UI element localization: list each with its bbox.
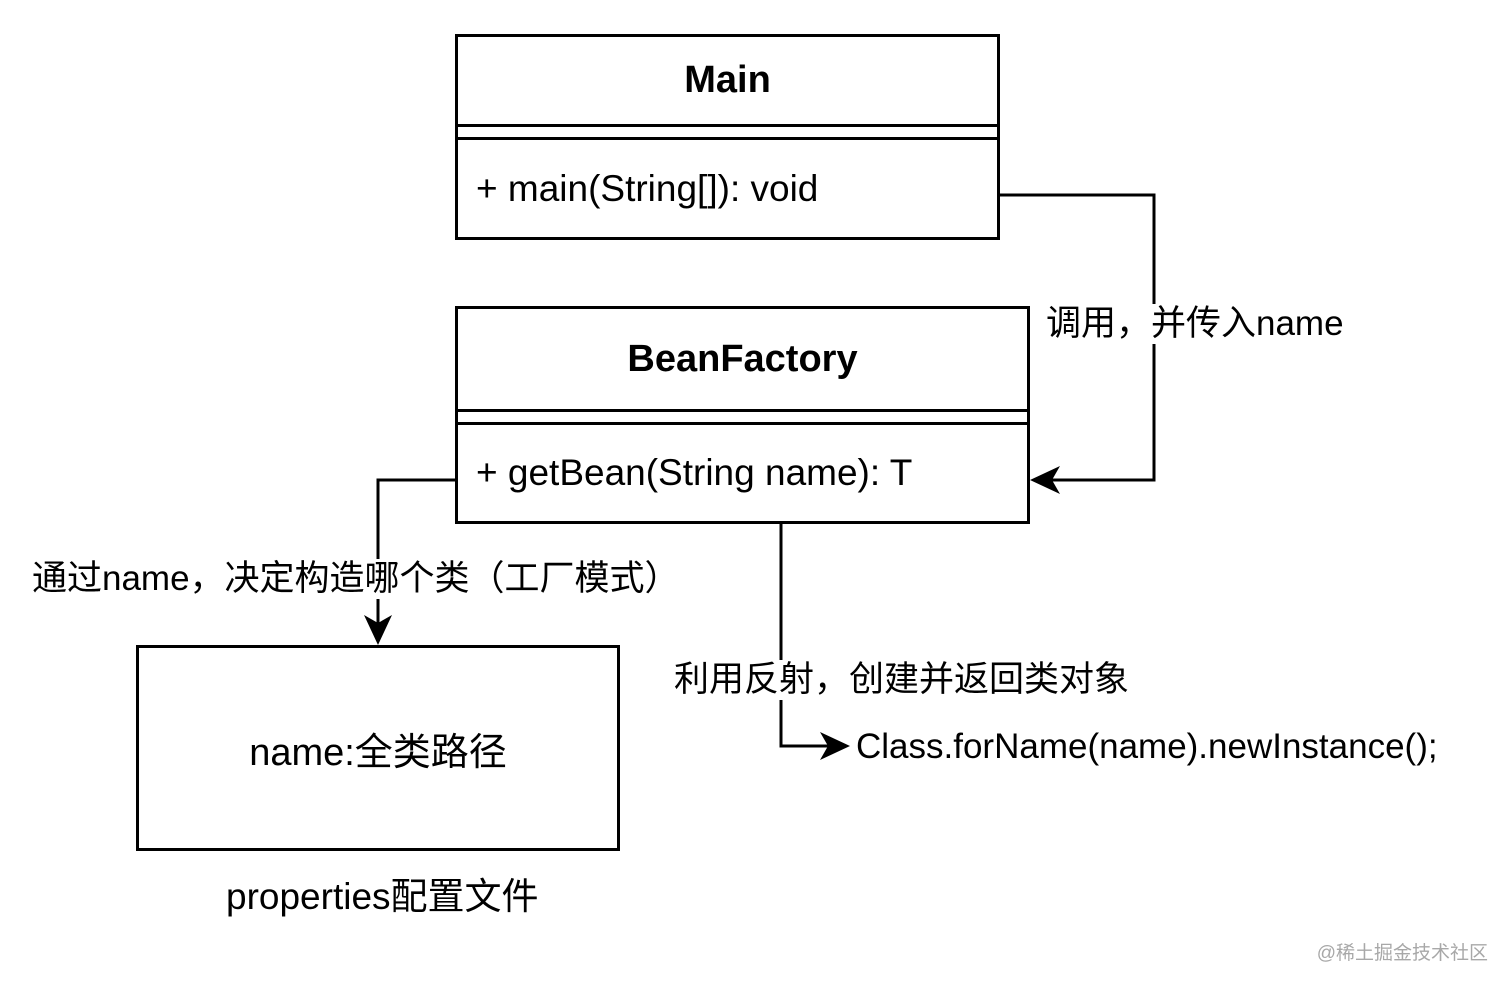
- config-file-box: name:全类路径: [136, 645, 620, 851]
- class-main: Main + main(String[]): void: [455, 34, 1000, 240]
- config-file-content: name:全类路径: [249, 731, 507, 774]
- edge-factory-to-reflect: [779, 524, 838, 748]
- edge-factory-to-config-arrowhead: [364, 615, 392, 645]
- config-file-caption: properties配置文件: [226, 876, 539, 917]
- watermark: @稀土掘金技术社区: [1316, 943, 1488, 964]
- edge-main-to-factory-label: 调用，并传入name: [1046, 304, 1344, 345]
- edge-factory-to-config-label: 通过name，决定构造哪个类（工厂模式）: [32, 559, 680, 600]
- class-bean-factory-name: BeanFactory: [458, 309, 1027, 412]
- class-bean-factory: BeanFactory + getBean(String name): T: [455, 306, 1030, 524]
- edge-factory-to-config: [376, 478, 456, 632]
- class-main-divider: [458, 137, 997, 140]
- reflection-call-text: Class.forName(name).newInstance();: [856, 727, 1438, 766]
- edge-main-to-factory-arrowhead: [1030, 466, 1060, 494]
- edge-factory-to-reflect-arrowhead: [820, 732, 850, 760]
- class-bean-factory-method: + getBean(String name): T: [476, 452, 913, 493]
- edge-factory-to-reflect-label: 利用反射，创建并返回类对象: [674, 660, 1130, 701]
- class-main-method: + main(String[]): void: [476, 167, 819, 209]
- class-main-name: Main: [458, 37, 997, 127]
- class-bean-factory-divider: [458, 422, 1027, 425]
